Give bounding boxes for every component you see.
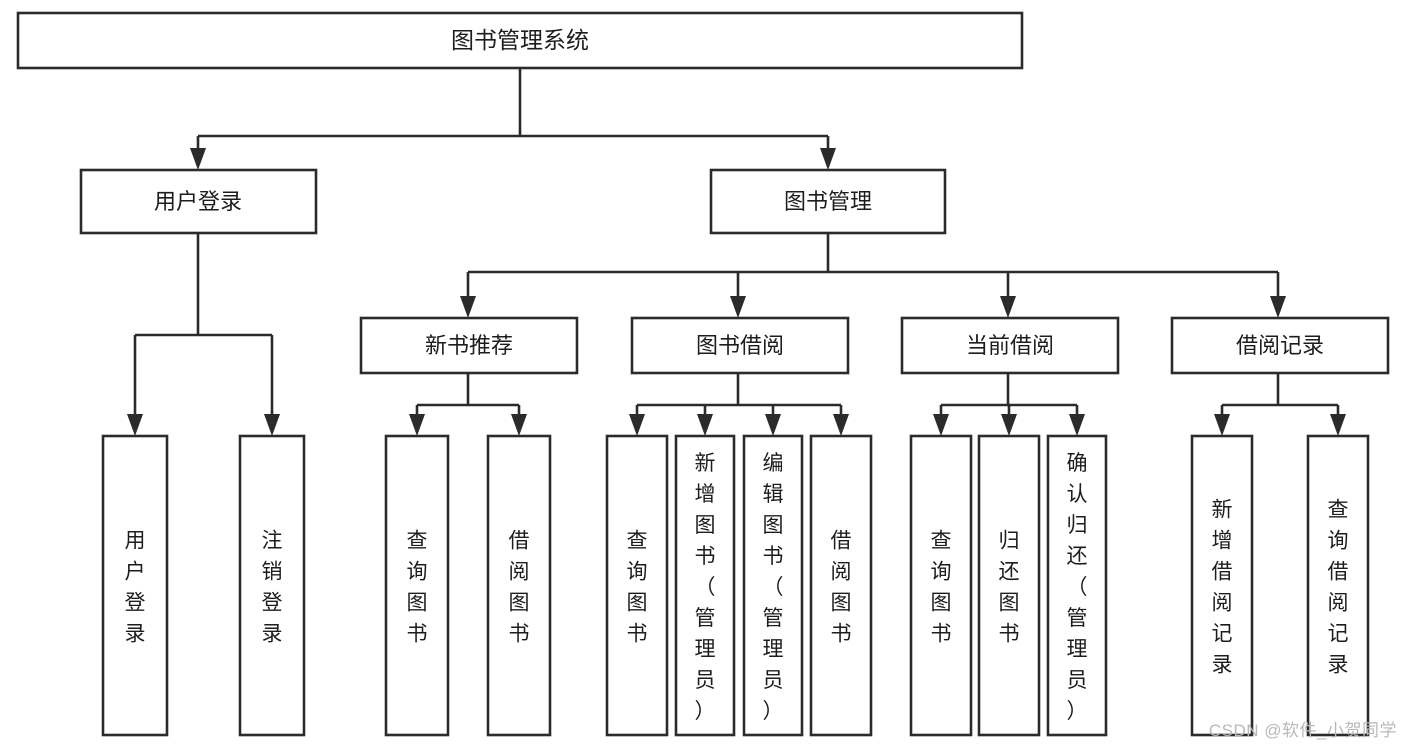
arrow-head-user-login <box>190 148 206 170</box>
arrow-head-leaf-borrow-book-b <box>833 414 849 436</box>
leaf-query-borrow-record[interactable]: 查询借阅记录 <box>1306 434 1370 737</box>
arrow-head-leaf-confirm-return <box>1069 414 1085 436</box>
arrow-head-leaf-borrow-book-a <box>511 414 527 436</box>
leaf-user-login-box[interactable] <box>101 434 169 737</box>
node-root-system[interactable]: 图书管理系统 <box>16 11 1024 70</box>
leaf-borrow-book-recommend-label: 借阅图书 <box>509 530 530 646</box>
arrow-head-leaf-add-book <box>697 414 713 436</box>
leaf-edit-book-label: 编辑图书（管理员） <box>763 452 784 723</box>
leaf-user-login[interactable]: 用户登录 <box>101 434 169 737</box>
leaf-user-login-label: 用户登录 <box>125 530 146 646</box>
leaf-query-book-borrow-label: 查询图书 <box>627 530 648 646</box>
leaf-borrow-book-recommend-box[interactable] <box>486 434 552 737</box>
node-book-management-label: 图书管理 <box>784 189 872 214</box>
node-current-borrow-box[interactable] <box>900 316 1120 375</box>
leaf-borrow-book-label: 借阅图书 <box>831 530 852 646</box>
node-borrow-record-label: 借阅记录 <box>1236 333 1324 358</box>
leaf-confirm-return[interactable]: 确认归还（管理员） <box>1046 434 1108 737</box>
leaf-edit-book-box[interactable] <box>742 434 804 737</box>
leaf-query-book-current-box[interactable] <box>909 434 973 737</box>
leaf-query-book-recommend-box[interactable] <box>384 434 450 737</box>
arrow-head-leaf-query-record <box>1330 414 1346 436</box>
node-book-management[interactable]: 图书管理 <box>709 168 947 235</box>
leaf-add-borrow-record-box[interactable] <box>1190 434 1254 737</box>
node-current-borrow-label: 当前借阅 <box>966 333 1054 358</box>
leaf-logout[interactable]: 注销登录 <box>238 434 306 737</box>
node-user-login[interactable]: 用户登录 <box>79 168 318 235</box>
leaf-confirm-return-label: 确认归还（管理员） <box>1067 452 1088 723</box>
arrow-head-leaf-return-book <box>1001 414 1017 436</box>
leaf-add-book-box[interactable] <box>674 434 736 737</box>
node-borrow-record-box[interactable] <box>1170 316 1390 375</box>
arrow-head-leaf-query-book-b <box>629 414 645 436</box>
leaf-query-book-borrow-box[interactable] <box>605 434 669 737</box>
arrow-head-leaf-logout <box>264 414 280 436</box>
connector-layer <box>127 68 1346 436</box>
node-book-borrow-box[interactable] <box>630 316 850 375</box>
leaf-query-book-recommend[interactable]: 查询图书 <box>384 434 450 737</box>
node-current-borrow[interactable]: 当前借阅 <box>900 316 1120 375</box>
arrow-head-book-borrow <box>730 296 746 318</box>
arrow-head-leaf-edit-book <box>765 414 781 436</box>
leaf-query-book-current[interactable]: 查询图书 <box>909 434 973 737</box>
leaf-add-borrow-record-label: 新增借阅记录 <box>1212 499 1233 677</box>
leaf-add-borrow-record[interactable]: 新增借阅记录 <box>1190 434 1254 737</box>
node-user-login-box[interactable] <box>79 168 318 235</box>
leaf-logout-label: 注销登录 <box>262 530 283 646</box>
leaf-query-book-current-label: 查询图书 <box>931 530 952 646</box>
leaf-return-book-label: 归还图书 <box>999 530 1020 646</box>
arrow-head-leaf-query-book-c <box>933 414 949 436</box>
leaf-add-book[interactable]: 新增图书（管理员） <box>674 434 736 737</box>
leaf-edit-book[interactable]: 编辑图书（管理员） <box>742 434 804 737</box>
leaf-logout-box[interactable] <box>238 434 306 737</box>
arrow-head-current-borrow <box>1000 296 1016 318</box>
leaf-return-book[interactable]: 归还图书 <box>977 434 1041 737</box>
node-new-book-recommend-box[interactable] <box>359 316 579 375</box>
node-book-borrow-label: 图书借阅 <box>696 333 784 358</box>
node-root-label: 图书管理系统 <box>451 27 589 53</box>
node-book-borrow[interactable]: 图书借阅 <box>630 316 850 375</box>
node-user-login-label: 用户登录 <box>154 189 242 214</box>
node-new-book-recommend-label: 新书推荐 <box>425 333 513 358</box>
leaf-query-borrow-record-box[interactable] <box>1306 434 1370 737</box>
node-borrow-record[interactable]: 借阅记录 <box>1170 316 1390 375</box>
leaf-confirm-return-box[interactable] <box>1046 434 1108 737</box>
leaf-return-book-box[interactable] <box>977 434 1041 737</box>
node-book-management-box[interactable] <box>709 168 947 235</box>
leaf-query-book-borrow[interactable]: 查询图书 <box>605 434 669 737</box>
arrow-head-leaf-add-record <box>1214 414 1230 436</box>
arrow-head-book-mgmt <box>820 148 836 170</box>
leaf-query-book-recommend-label: 查询图书 <box>407 530 428 646</box>
watermark-credit: CSDN @软件_小贺同学 <box>1208 721 1397 740</box>
leaf-query-borrow-record-label: 查询借阅记录 <box>1328 499 1349 677</box>
leaf-borrow-book-recommend[interactable]: 借阅图书 <box>486 434 552 737</box>
leaf-borrow-book[interactable]: 借阅图书 <box>809 434 873 737</box>
leaf-borrow-book-box[interactable] <box>809 434 873 737</box>
arrow-head-new-book-recommend <box>460 296 476 318</box>
arrow-head-leaf-query-book-a <box>409 414 425 436</box>
node-root-box[interactable] <box>16 11 1024 70</box>
arrow-head-leaf-user-login <box>127 414 143 436</box>
leaf-add-book-label: 新增图书（管理员） <box>695 452 716 723</box>
arrow-head-borrow-record <box>1270 296 1286 318</box>
node-new-book-recommend[interactable]: 新书推荐 <box>359 316 579 375</box>
